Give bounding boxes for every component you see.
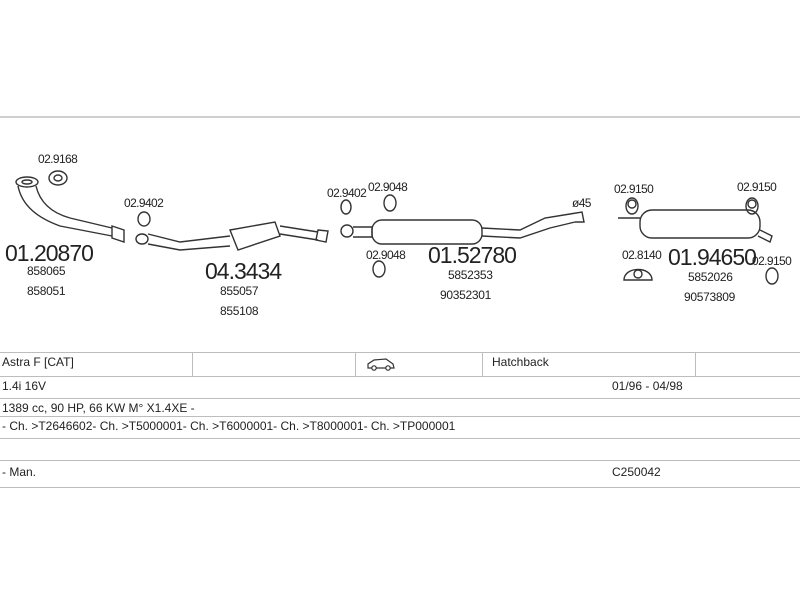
table-row: Astra F [CAT] Hatchback [0, 352, 800, 377]
middle-silencer [340, 211, 585, 245]
exhaust-drawing [15, 170, 779, 285]
table-row: 1389 cc, 90 HP, 66 KW M° X1.4XE - [0, 398, 800, 417]
engine-cell: 1.4i 16V [2, 379, 47, 393]
accessory-label: 02.9150 [752, 254, 792, 268]
table-row: - Ch. >T2646602- Ch. >T5000001- Ch. >T60… [0, 416, 800, 439]
top-border [0, 116, 800, 118]
gasket-icon [48, 170, 68, 186]
part-ref: 90352301 [440, 288, 491, 302]
part-ref: 90573809 [684, 290, 735, 304]
cell-divider [355, 353, 356, 377]
part-ref: 855057 [220, 284, 259, 298]
accessory-label: 02.9150 [614, 182, 654, 196]
accessory-label: 02.9402 [327, 186, 367, 200]
years-cell: 01/96 - 04/98 [612, 379, 683, 393]
rubber-mount-icon-2 [625, 197, 779, 285]
table-row [0, 438, 800, 461]
accessory-label: 02.9048 [368, 180, 408, 194]
hanger-icon [623, 268, 653, 281]
accessory-label: 02.9048 [366, 248, 406, 262]
diameter-label: ø45 [572, 196, 591, 210]
clamp-icon [137, 211, 151, 227]
table-row: 1.4i 16V 01/96 - 04/98 [0, 376, 800, 399]
accessory-label: 02.9150 [737, 180, 777, 194]
accessory-label: 02.9402 [124, 196, 164, 210]
catalog-code-cell: C250042 [612, 465, 661, 479]
vehicle-spec-table: Astra F [CAT] Hatchback 1.4i 16V 01/96 -… [0, 352, 800, 488]
part-ref: 858065 [27, 264, 66, 278]
exhaust-diagram: 02.9168 01.20870 858065 858051 02.9402 0… [0, 118, 800, 352]
cell-divider [192, 353, 193, 377]
clamp-icon-2 [340, 199, 352, 215]
part-code[interactable]: 01.94650 [668, 244, 757, 270]
catalytic-converter-pipe [135, 221, 329, 251]
hatchback-car-icon [366, 356, 396, 377]
part-ref: 858051 [27, 284, 66, 298]
part-code[interactable]: 04.3434 [205, 258, 282, 284]
accessory-label: 02.9168 [38, 152, 78, 166]
part-ref: 5852353 [448, 268, 493, 282]
rubber-mount-icon [372, 194, 397, 278]
transmission-cell: - Man. [2, 465, 37, 479]
front-pipe [15, 176, 125, 243]
part-code[interactable]: 01.52780 [428, 242, 517, 268]
rear-silencer [618, 199, 773, 243]
cell-divider [482, 353, 483, 377]
cell-divider [695, 353, 696, 377]
accessory-label: 02.8140 [622, 248, 662, 262]
table-row: - Man. C250042 [0, 460, 800, 488]
part-ref: 855108 [220, 304, 259, 318]
part-ref: 5852026 [688, 270, 733, 284]
part-code[interactable]: 01.20870 [5, 240, 94, 266]
model-cell: Astra F [CAT] [2, 355, 74, 369]
chassis-cell: - Ch. >T2646602- Ch. >T5000001- Ch. >T60… [2, 419, 456, 433]
body-type-cell: Hatchback [492, 355, 549, 369]
spec-cell: 1389 cc, 90 HP, 66 KW M° X1.4XE - [2, 401, 195, 415]
